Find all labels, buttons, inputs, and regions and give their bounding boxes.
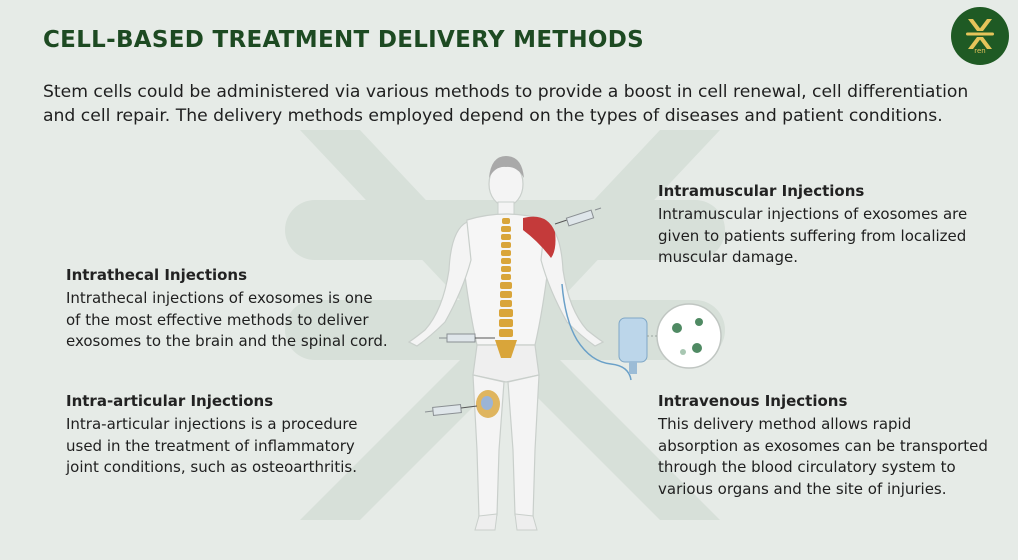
syringe-knee-icon [424, 404, 478, 416]
intramuscular-heading: Intramuscular Injections [658, 182, 865, 200]
ren-logo-icon [966, 19, 994, 49]
left-leg [507, 374, 540, 519]
intra-articular-section: Intra-articular Injections Intra-articul… [66, 392, 366, 479]
knee-joint [476, 390, 500, 418]
intravenous-section: Intravenous Injections This delivery met… [658, 392, 988, 500]
iv-bag-icon [618, 317, 648, 374]
iv-line [561, 283, 632, 381]
intravenous-body: This delivery method allows rapid absorp… [658, 415, 988, 498]
intro-paragraph: Stem cells could be administered via var… [43, 82, 969, 126]
human-body-illustration [407, 156, 722, 531]
page-title: CELL-BASED TREATMENT DELIVERY METHODS [43, 27, 645, 53]
intrathecal-section: Intrathecal Injections Intrathecal injec… [66, 266, 391, 353]
intravenous-heading: Intravenous Injections [658, 392, 848, 410]
spine [495, 218, 517, 358]
logo-text: ren [974, 47, 986, 55]
left-arm [540, 221, 605, 347]
shoulder-muscle [523, 216, 556, 258]
intramuscular-section: Intramuscular Injections Intramuscular i… [658, 182, 978, 269]
brand-logo: ren [951, 7, 1009, 65]
syringe-shoulder-icon [554, 207, 602, 227]
intra-articular-heading: Intra-articular Injections [66, 392, 274, 410]
intra-articular-body: Intra-articular injections is a procedur… [66, 415, 358, 477]
intramuscular-body: Intramuscular injections of exosomes are… [658, 205, 968, 267]
hair [489, 156, 524, 178]
exosome-magnifier-icon [647, 303, 722, 369]
right-arm [407, 221, 472, 347]
syringe-spine-icon [439, 333, 495, 343]
intrathecal-heading: Intrathecal Injections [66, 266, 248, 284]
intrathecal-body: Intrathecal injections of exosomes is on… [66, 289, 388, 351]
